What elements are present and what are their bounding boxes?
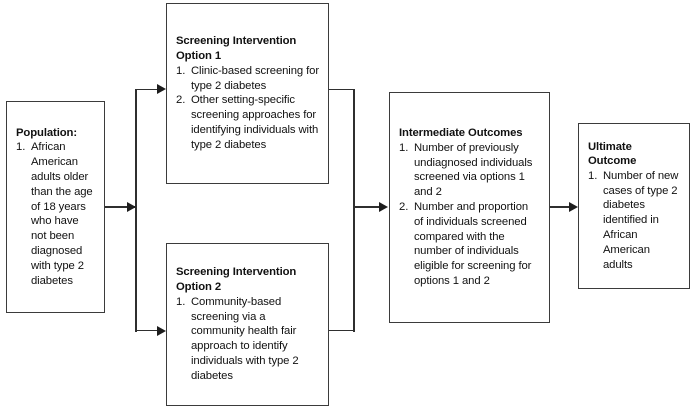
arrowhead-to-option1 bbox=[157, 84, 166, 95]
arrowhead-population-split bbox=[127, 201, 136, 212]
list-item: African American adults older than the a… bbox=[16, 140, 93, 287]
node-ultimate-outcome-title: Ultimate Outcome bbox=[588, 140, 637, 168]
list-item: Clinic-based screening for type 2 diabet… bbox=[176, 64, 320, 92]
connector-population-stub bbox=[105, 206, 137, 208]
node-screening-option-1-content: Screening Intervention Option 1 Clinic-b… bbox=[167, 34, 328, 152]
list-item: Other setting-specific screening approac… bbox=[176, 93, 319, 151]
connector-to-option1-line bbox=[135, 88, 160, 91]
node-population-content: Population: African American adults olde… bbox=[7, 126, 104, 289]
connector-to-option2-line bbox=[135, 329, 160, 332]
node-screening-option-1[interactable]: Screening Intervention Option 1 Clinic-b… bbox=[166, 3, 329, 184]
node-screening-option-1-list: Clinic-based screening for type 2 diabet… bbox=[176, 64, 319, 153]
node-screening-option-1-title: Screening Intervention Option 1 bbox=[176, 35, 297, 63]
node-intermediate-outcomes-content: Intermediate Outcomes Number of previous… bbox=[390, 126, 549, 289]
connector-merge-bus bbox=[353, 88, 355, 332]
arrowhead-to-intermediate bbox=[379, 201, 388, 212]
node-population-list: African American adults older than the a… bbox=[16, 140, 95, 288]
connector-to-intermediate-line bbox=[353, 206, 382, 208]
arrowhead-to-ultimate bbox=[569, 201, 578, 212]
list-item: Community-based screening via a communit… bbox=[176, 295, 299, 382]
node-intermediate-outcomes[interactable]: Intermediate Outcomes Number of previous… bbox=[389, 92, 550, 323]
node-population-title: Population: bbox=[16, 126, 78, 139]
node-screening-option-2[interactable]: Screening Intervention Option 2 Communit… bbox=[166, 243, 329, 406]
list-item: Number of new cases of type 2 diabetes i… bbox=[588, 169, 679, 271]
connector-split-bus bbox=[135, 88, 137, 332]
connector-to-ultimate-line bbox=[550, 206, 572, 208]
node-screening-option-2-title: Screening Intervention Option 2 bbox=[176, 266, 297, 294]
connector-option1-stub bbox=[329, 88, 355, 91]
node-screening-option-2-content: Screening Intervention Option 2 Communit… bbox=[167, 265, 328, 383]
list-item: Number of previously undiagnosed individ… bbox=[399, 141, 533, 199]
node-ultimate-outcome-content: Ultimate Outcome Number of new cases of … bbox=[579, 140, 689, 273]
list-item: Number and proportion of individuals scr… bbox=[399, 200, 532, 288]
node-ultimate-outcome-list: Number of new cases of type 2 diabetes i… bbox=[588, 169, 680, 273]
connector-option2-stub bbox=[329, 329, 355, 332]
node-intermediate-outcomes-title: Intermediate Outcomes bbox=[399, 127, 523, 140]
arrowhead-to-option2 bbox=[157, 325, 166, 336]
node-intermediate-outcomes-list: Number of previously undiagnosed individ… bbox=[399, 141, 540, 289]
node-population[interactable]: Population: African American adults olde… bbox=[6, 101, 105, 313]
node-screening-option-2-list: Community-based screening via a communit… bbox=[176, 295, 319, 384]
node-ultimate-outcome[interactable]: Ultimate Outcome Number of new cases of … bbox=[578, 123, 690, 289]
